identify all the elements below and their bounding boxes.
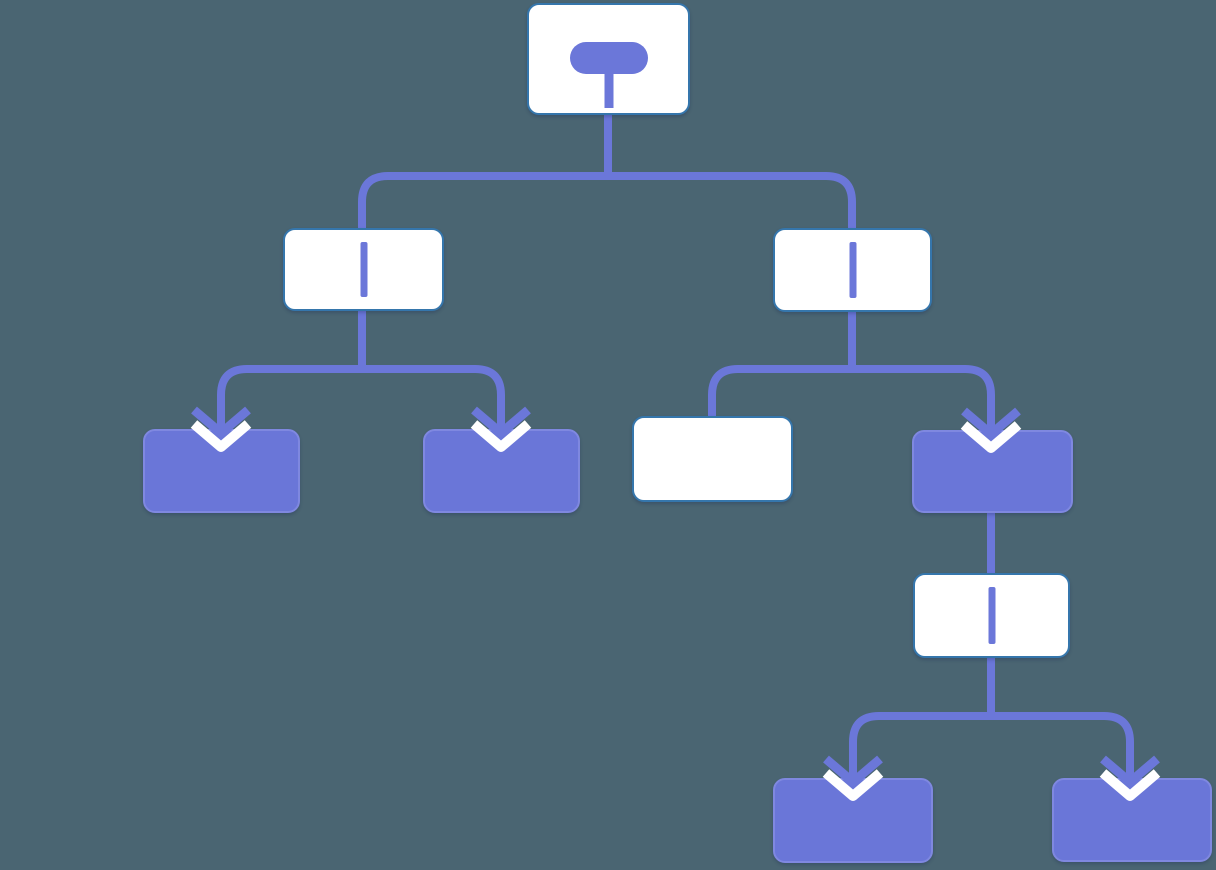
pass-through-bar-icon (988, 587, 995, 644)
chevron-stroke (1099, 769, 1161, 801)
edge-left-to-leaf1 (217, 365, 362, 431)
edge-branch-to-leaf2 (991, 712, 1134, 780)
chevron-arrow-icon (822, 755, 884, 801)
start-pill-icon (569, 42, 648, 74)
edge-left-to-leaf2 (362, 365, 505, 431)
edge-right-to-child1 (708, 365, 852, 424)
chevron-stroke (470, 420, 532, 452)
chevron-arrow-icon (960, 407, 1022, 453)
edge-branch-to-leaf1 (849, 712, 991, 780)
edge-root-to-left (358, 172, 608, 370)
node-child-right-1[interactable] (632, 416, 793, 502)
pass-through-bar-icon (849, 242, 856, 298)
chevron-stroke (1100, 755, 1160, 787)
chevron-stroke (190, 420, 252, 452)
chevron-arrow-icon (190, 406, 252, 452)
chevron-stroke (471, 406, 531, 438)
chevron-stroke (822, 769, 884, 801)
edge-right-to-child2 (852, 365, 995, 432)
node-branch-bottom[interactable] (913, 573, 1070, 658)
chevron-arrow-icon (470, 406, 532, 452)
pass-through-bar-icon (360, 242, 367, 297)
chevron-stroke (823, 755, 883, 787)
chevron-stroke (191, 406, 251, 438)
node-root[interactable] (527, 3, 690, 115)
chevron-arrow-icon (1099, 755, 1161, 801)
chevron-stroke (961, 407, 1021, 439)
node-branch-left[interactable] (283, 228, 444, 311)
chevron-stroke (960, 421, 1022, 453)
edge-root-to-right (608, 172, 856, 370)
start-stem-icon (604, 73, 613, 108)
node-branch-right[interactable] (773, 228, 932, 312)
